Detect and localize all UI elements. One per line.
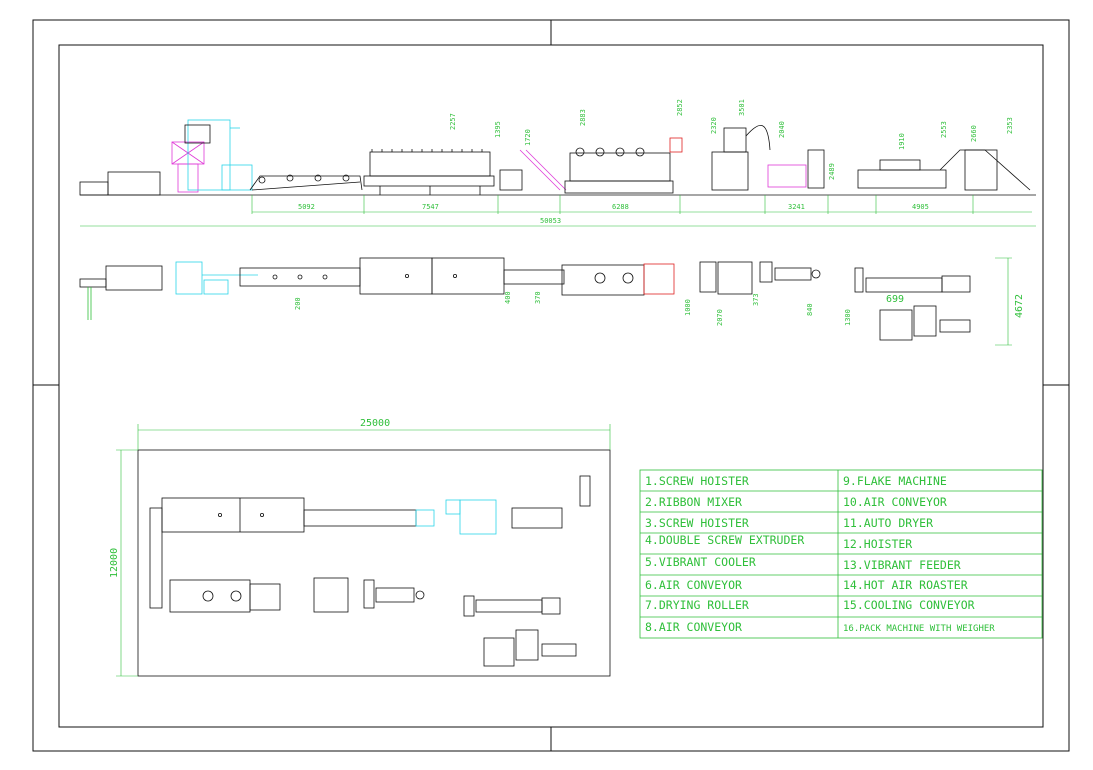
- legend-item-6: 6.AIR CONVEYOR: [645, 578, 742, 592]
- plan-dim-1: 200: [294, 297, 302, 310]
- plan-view: [79, 257, 971, 341]
- legend-item-8: 8.AIR CONVEYOR: [645, 620, 742, 634]
- part-dim-3: 1720: [524, 129, 532, 146]
- plan-dim-9: 699: [886, 294, 904, 305]
- layout-height-dim: 12000: [109, 548, 120, 578]
- legend-item-2: 2.RIBBON MIXER: [645, 495, 742, 509]
- span-dim-3: 6288: [612, 203, 629, 211]
- legend-item-10: 10.AIR CONVEYOR: [843, 495, 947, 509]
- legend-item-14: 14.HOT AIR ROASTER: [843, 578, 968, 592]
- legend-item-15: 15.COOLING CONVEYOR: [843, 598, 975, 612]
- plan-dim-10: 4672: [1014, 294, 1025, 318]
- part-dim-7: 3501: [738, 99, 746, 116]
- overall-length-dim: 50053: [540, 217, 561, 225]
- plan-dim-4: 1000: [684, 299, 692, 316]
- drawing-frame: [32, 19, 1070, 752]
- plan-dimensions: [995, 257, 1012, 346]
- span-dim-2: 7547: [422, 203, 439, 211]
- part-dim-10: 1910: [898, 133, 906, 150]
- span-dim-1: 5092: [298, 203, 315, 211]
- part-dim-4: 2883: [579, 109, 587, 126]
- part-dim-1: 2257: [449, 113, 457, 130]
- legend-item-12: 12.HOISTER: [843, 537, 912, 551]
- span-dim-4: 3241: [788, 203, 805, 211]
- plan-dim-6: 373: [752, 293, 760, 306]
- legend-item-3: 3.SCREW HOISTER: [645, 516, 749, 530]
- legend-item-1: 1.SCREW HOISTER: [645, 474, 749, 488]
- plan-dim-5: 2070: [716, 309, 724, 326]
- part-dim-11: 2553: [940, 121, 948, 138]
- legend-item-5: 5.VIBRANT COOLER: [645, 555, 756, 569]
- legend-item-7: 7.DRYING ROLLER: [645, 598, 749, 612]
- part-dim-2: 1395: [494, 121, 502, 138]
- part-dim-8: 2040: [778, 121, 786, 138]
- part-dim-5: 2852: [676, 99, 684, 116]
- plan-dim-7: 840: [806, 303, 814, 316]
- elevation-view: [79, 119, 1036, 196]
- plan-dim-3: 370: [534, 291, 542, 304]
- part-dim-12: 2660: [970, 125, 978, 142]
- elevation-dimensions: [80, 195, 1036, 227]
- floor-dimensions: [116, 424, 611, 677]
- legend-table: [639, 469, 1043, 639]
- part-dim-9: 2489: [828, 163, 836, 180]
- floor-layout: [137, 449, 611, 677]
- part-dim-6: 2320: [710, 117, 718, 134]
- legend-item-11: 11.AUTO DRYER: [843, 516, 933, 530]
- legend-item-4: 4.DOUBLE SCREW EXTRUDER: [645, 533, 804, 547]
- plan-dim-2: 400: [504, 291, 512, 304]
- layout-width-dim: 25000: [360, 418, 390, 429]
- plan-dim-8: 1300: [844, 309, 852, 326]
- span-dim-5: 4905: [912, 203, 929, 211]
- part-dim-13: 2353: [1006, 117, 1014, 134]
- legend-item-13: 13.VIBRANT FEEDER: [843, 558, 961, 572]
- legend-item-9: 9.FLAKE MACHINE: [843, 474, 947, 488]
- legend-item-16: 16.PACK MACHINE WITH WEIGHER: [843, 624, 995, 634]
